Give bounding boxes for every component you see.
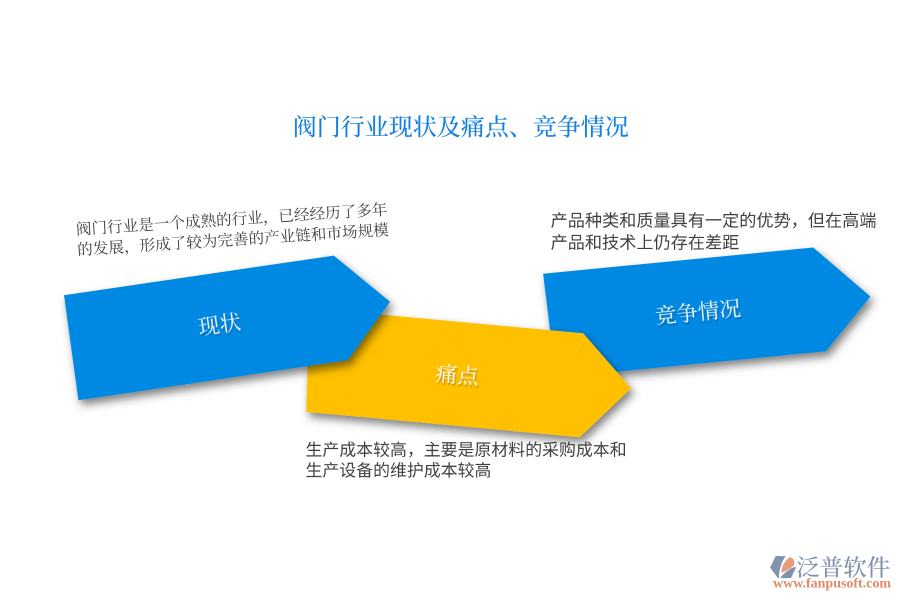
svg-text:www.fanpusoft.com: www.fanpusoft.com [773,576,891,591]
